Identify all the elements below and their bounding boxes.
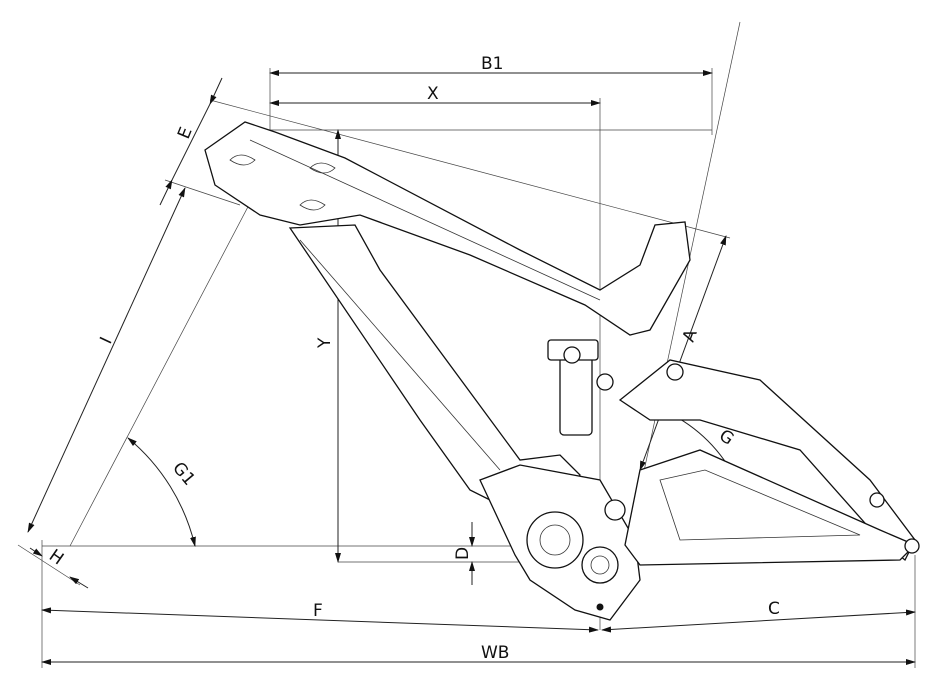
dimension-labels: B1 X E I Y A G G1 D H F C WB — [45, 54, 780, 663]
label-A: A — [679, 327, 702, 345]
label-D: D — [453, 547, 473, 560]
label-F: F — [313, 601, 323, 621]
label-E: E — [174, 124, 197, 141]
label-Y: Y — [315, 337, 335, 349]
label-I: I — [96, 334, 116, 347]
extension-lines — [17, 21, 916, 668]
label-X: X — [427, 84, 439, 104]
label-C: C — [768, 599, 780, 619]
label-H: H — [45, 546, 67, 570]
label-B1: B1 — [481, 54, 503, 74]
label-G1: G1 — [168, 458, 199, 489]
dimension-lines — [27, 70, 916, 665]
label-WB: WB — [481, 643, 509, 663]
bike-frame — [204, 121, 920, 621]
